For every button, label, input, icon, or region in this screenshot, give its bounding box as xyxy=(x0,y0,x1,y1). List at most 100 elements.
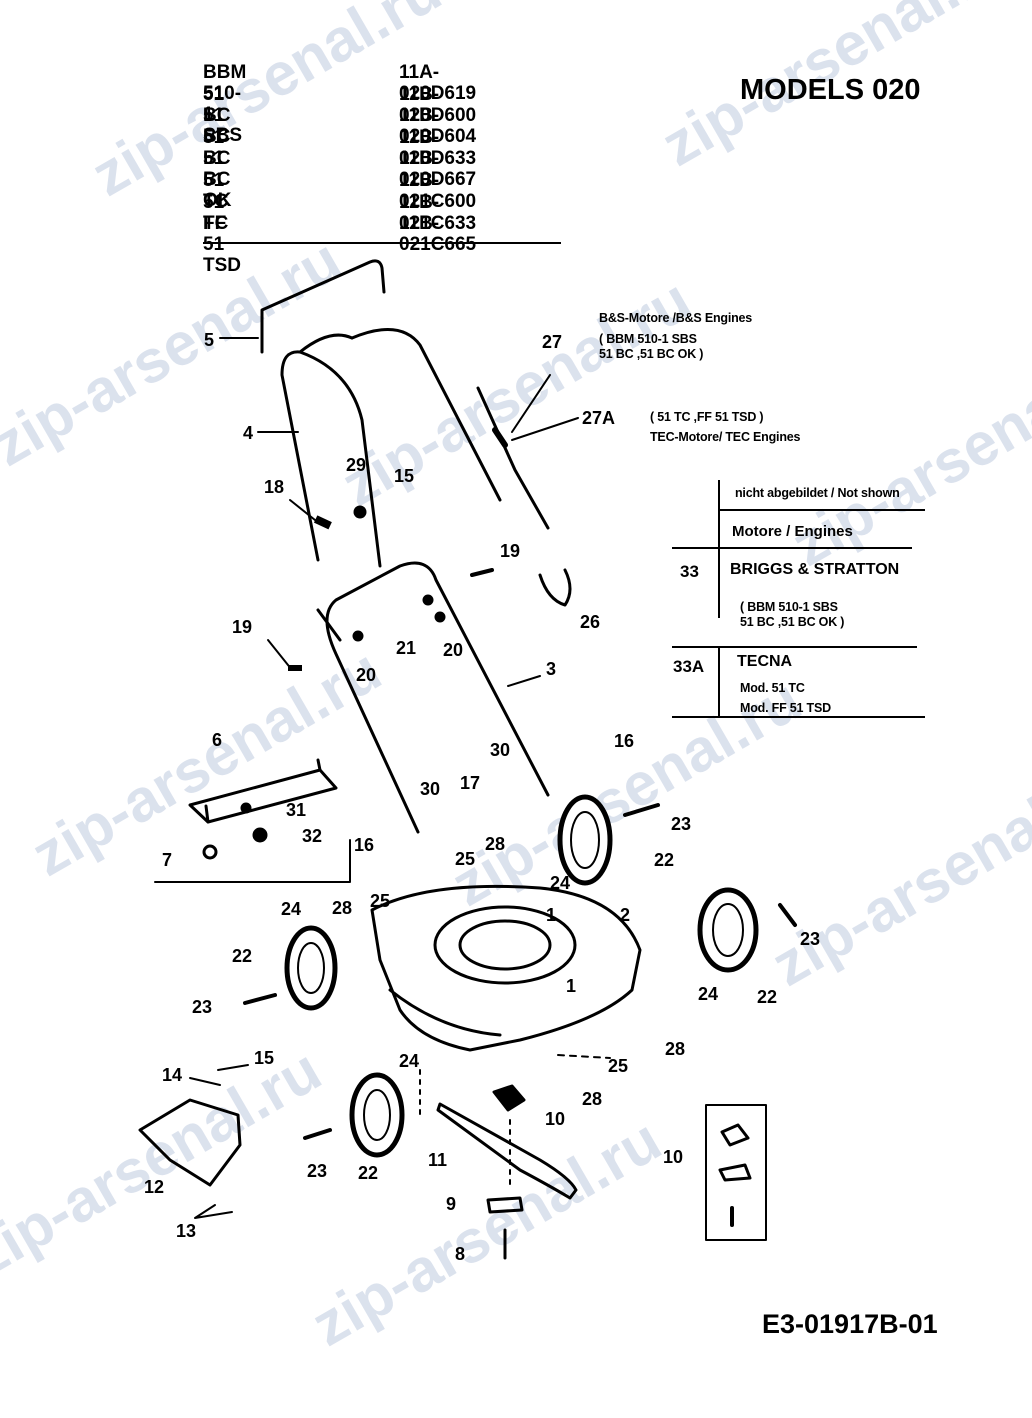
callout: 25 xyxy=(608,1056,629,1076)
callout: 18 xyxy=(264,477,285,497)
callout: 22 xyxy=(358,1163,379,1183)
engine-name: BRIGGS & STRATTON xyxy=(730,561,900,578)
engine-detail: 51 BC ,51 BC OK ) xyxy=(740,615,845,629)
callout: 29 xyxy=(346,455,367,475)
not-shown-note: nicht abgebildet / Not shown xyxy=(735,486,900,500)
model-name: 51 BC OK xyxy=(203,148,232,212)
model-name: 51 BC xyxy=(203,126,231,169)
models-title: MODELS 020 xyxy=(740,74,921,106)
mulch-cover xyxy=(138,1098,242,1187)
callout: 1 xyxy=(546,905,557,925)
model-name: 51 BC xyxy=(203,105,231,148)
callout: 3 xyxy=(546,659,557,679)
bs-engines-models-2: 51 BC ,51 BC OK ) xyxy=(599,347,704,361)
callout: 2 xyxy=(620,905,631,925)
drawing-number: E3-01917B-01 xyxy=(762,1309,938,1339)
callout: 23 xyxy=(307,1161,328,1181)
engine-detail: Mod. FF 51 TSD xyxy=(740,701,831,715)
callout: 21 xyxy=(396,638,417,658)
callout: 27A xyxy=(582,408,616,428)
callout: 10 xyxy=(545,1109,566,1129)
callout: 23 xyxy=(800,929,821,949)
callout: 32 xyxy=(302,826,323,846)
callout: 19 xyxy=(500,541,521,561)
model-number: 11B-020D604 xyxy=(399,105,477,148)
callout: 17 xyxy=(460,773,481,793)
callout: 16 xyxy=(354,835,375,855)
callout: 23 xyxy=(671,814,692,834)
model-number: 11A-020D619 xyxy=(399,62,477,104)
engine-table-rule xyxy=(718,509,925,511)
bs-engines-models-1: ( BBM 510-1 SBS xyxy=(599,332,697,346)
engine-table-divider xyxy=(718,646,720,716)
cutting-blade xyxy=(436,1102,578,1200)
callout: 13 xyxy=(176,1221,197,1241)
engine-no: 33 xyxy=(680,562,699,581)
callout: 10 xyxy=(663,1147,684,1167)
callout: 22 xyxy=(654,850,675,870)
callout: 9 xyxy=(446,1194,457,1214)
lower-handle xyxy=(325,561,550,834)
callout: 4 xyxy=(243,423,254,443)
model-number: 11B-021C633 xyxy=(399,191,477,234)
engine-no: 33A xyxy=(673,657,705,676)
engine-detail: Mod. 51 TC xyxy=(740,681,805,695)
engine-name: TECNA xyxy=(737,653,793,670)
cable-bracket xyxy=(260,259,386,354)
tec-engines-models: ( 51 TC ,FF 51 TSD ) xyxy=(650,410,764,424)
upper-handle xyxy=(280,350,382,568)
model-name: BBM 510-1 SBS xyxy=(203,62,247,146)
tec-engines-title: TEC-Motore/ TEC Engines xyxy=(650,430,801,444)
model-number: 11B-020D600 xyxy=(399,83,477,126)
engine-table-header: Motore / Engines xyxy=(732,523,853,540)
callout: 20 xyxy=(356,665,377,685)
bag-bracket xyxy=(188,768,338,824)
model-number: 11B-021C665 xyxy=(399,213,477,256)
model-number: 11B-020D667 xyxy=(399,148,477,191)
callout: 20 xyxy=(443,640,464,660)
callout: 22 xyxy=(757,987,778,1007)
adapter-inset-box xyxy=(705,1104,767,1241)
callout: 28 xyxy=(485,834,506,854)
wheel xyxy=(284,794,759,1158)
callout: 28 xyxy=(665,1039,686,1059)
engine-table-divider xyxy=(718,480,720,618)
engine-table-rule xyxy=(672,716,925,718)
throttle-cable xyxy=(476,386,550,530)
callout: 6 xyxy=(212,730,223,750)
callout: 24 xyxy=(281,899,302,919)
callout: 27 xyxy=(542,332,563,352)
bs-engines-title: B&S-Motore /B&S Engines xyxy=(599,311,753,325)
callout: 30 xyxy=(490,740,511,760)
callout: 7 xyxy=(162,850,173,870)
callout: 12 xyxy=(144,1177,165,1197)
callout: 8 xyxy=(455,1244,466,1264)
callout: 25 xyxy=(455,849,476,869)
callout: 23 xyxy=(192,997,213,1017)
callout: 24 xyxy=(399,1051,420,1071)
callout: 25 xyxy=(370,891,391,911)
model-name: FF 51 TSD xyxy=(203,213,241,277)
callout: 1 xyxy=(566,976,577,996)
mower-deck xyxy=(370,884,642,1052)
model-name: 51 BC xyxy=(203,83,231,126)
callout: 24 xyxy=(550,873,571,893)
callout: 24 xyxy=(698,984,719,1004)
callout: 19 xyxy=(232,617,253,637)
model-number: 11B-020D633 xyxy=(399,126,477,169)
engine-detail: ( BBM 510-1 SBS xyxy=(740,600,838,614)
model-number: 11B-021C600 xyxy=(399,169,477,212)
model-name: 51 TC xyxy=(203,191,229,234)
callout: 28 xyxy=(332,898,353,918)
callout: 22 xyxy=(232,946,253,966)
model-name: 51 TC xyxy=(203,169,229,212)
callout: 15 xyxy=(254,1048,275,1068)
callout: 31 xyxy=(286,800,307,820)
callout: 28 xyxy=(582,1089,603,1109)
callout: 15 xyxy=(394,466,415,486)
cable-clip xyxy=(538,568,572,607)
engine-table-rule xyxy=(672,547,912,549)
callout: 30 xyxy=(420,779,441,799)
models-table-rule xyxy=(203,242,561,244)
callout: 5 xyxy=(204,330,215,350)
